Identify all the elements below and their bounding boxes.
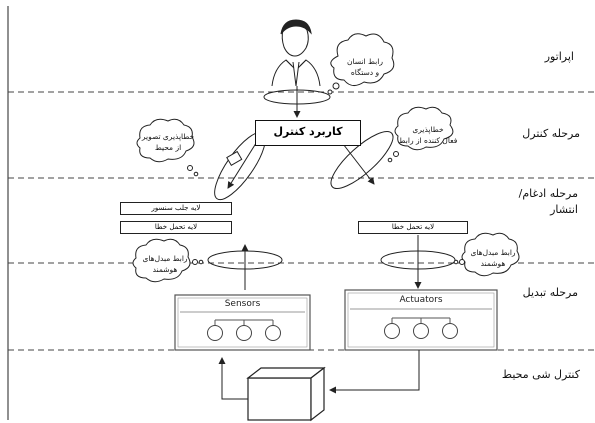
cloud-image-tolerance-line2: از محیط — [154, 143, 182, 152]
thought-cloud-icon — [132, 238, 204, 283]
thought-cloud-icon — [136, 118, 199, 177]
actuators-title: Actuators — [399, 295, 443, 305]
cloud-hmi-line1: رابط انسان — [347, 57, 383, 66]
level-label-conversion: مرحله تبدیل — [522, 286, 578, 299]
thought-cloud-icon — [453, 232, 520, 277]
cloud-image-tolerance-line1: خطاپذیری تصویر — [141, 132, 195, 141]
level-label-environment: کنترل شی محیط — [501, 368, 580, 381]
sensors-module — [174, 294, 311, 351]
cloud-actuator-tolerance-line2: فعال کننده از رابط — [398, 136, 458, 145]
sensor-circle — [265, 325, 281, 341]
thought-cloud-icon — [387, 106, 454, 163]
sensors-title: Sensors — [224, 299, 261, 309]
level-label-control: مرحله کنترل — [522, 127, 580, 140]
actuator-circle — [384, 323, 400, 339]
cloud-smart-transducer-left-line1: رابط مبدل‌های — [142, 254, 188, 263]
environment-cube-icon — [246, 366, 326, 422]
level-label-integration-2: انتشار — [550, 203, 578, 216]
cloud-smart-transducer-right-line1: رابط مبدل‌های — [470, 248, 516, 257]
right-tilted-ring — [330, 131, 394, 189]
cloud-hmi-line2: و دستگاه — [350, 68, 380, 77]
arrow-control-to-left — [227, 139, 259, 189]
control-application-box: کاربرد کنترل — [255, 120, 361, 146]
operator-person-icon — [271, 19, 321, 87]
actuator-circle — [413, 323, 429, 339]
arrow-actuators-to-cube — [329, 350, 420, 394]
left-ring-sensor-glyph — [226, 150, 243, 167]
cloud-smart-transducer-left-line2: هوشمند — [152, 265, 178, 274]
cloud-actuator-tolerance-line1: خطاپذیری — [412, 125, 444, 134]
sensor-circle — [207, 325, 223, 341]
sensor-circle — [236, 325, 252, 341]
arrow-control-to-right — [339, 139, 375, 185]
actuators-module — [344, 289, 498, 351]
fault-tolerance-layer-left: لایه تحمل خطا — [120, 221, 232, 234]
cloud-smart-transducer-right-line2: هوشمند — [480, 259, 506, 268]
level-label-operator: اپراتور — [544, 50, 574, 63]
fault-tolerance-layer-right: لایه تحمل خطا — [358, 221, 468, 234]
arrow-cube-to-sensors — [218, 357, 248, 400]
actuator-circle — [442, 323, 458, 339]
level-label-integration-1: مرحله ادغام/ — [518, 187, 578, 200]
thought-cloud-icon — [327, 33, 395, 95]
sensor-acquisition-layer: لایه جلب سنسور — [120, 202, 232, 215]
